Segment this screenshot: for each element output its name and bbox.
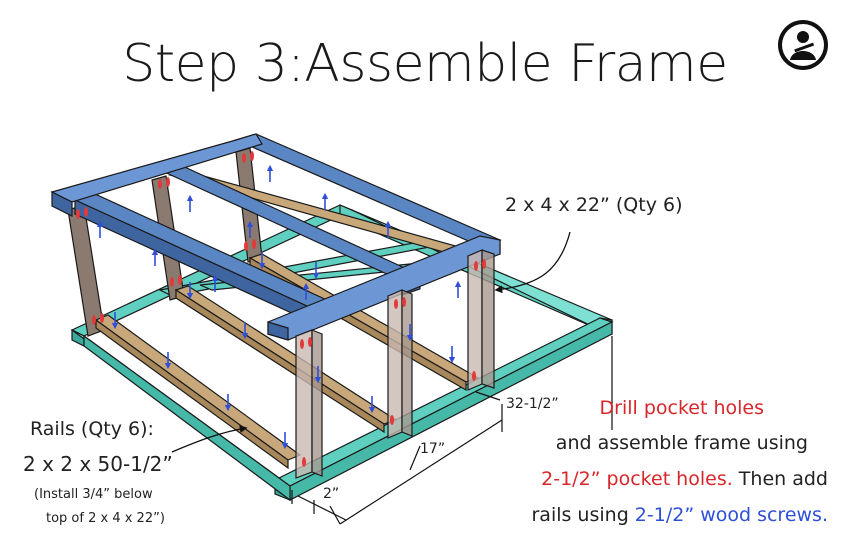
instruction-pocket-holes-text: 2-1/2” pocket holes.: [541, 468, 733, 490]
instruction-line-4: rails using 2-1/2” wood screws.: [531, 504, 828, 526]
instruction-line-2: and assemble frame using: [555, 432, 808, 454]
stud-size-label: 2 x 4 x 22” (Qty 6): [505, 194, 683, 216]
instruction-wood-screws-text: 2-1/2” wood screws.: [634, 504, 828, 526]
dimension-depth-label: 32-1/2”: [506, 396, 559, 412]
dimension-lines: [291, 336, 613, 525]
pocket-holes: [76, 151, 486, 467]
screw-arrows: [96, 164, 462, 450]
leader-lines: [171, 231, 571, 453]
instruction-drill-text: Drill pocket holes: [599, 397, 765, 419]
rails-note-line2: top of 2 x 4 x 22”): [46, 511, 165, 526]
instruction-rails-using-text: rails using: [531, 504, 635, 526]
page-title: Step 3:Assemble Frame: [122, 34, 728, 94]
rails-note-line1: (Install 3/4” below: [34, 487, 153, 502]
dimension-inset-label: 2”: [323, 486, 340, 502]
dimension-width-label: 17”: [420, 441, 446, 457]
builder-logo-icon: [778, 20, 828, 70]
instruction-line-1: Drill pocket holes: [600, 397, 765, 419]
rails-size-label: 2 x 2 x 50-1/2”: [23, 452, 173, 476]
instruction-line-3: 2-1/2” pocket holes. Then add: [541, 468, 828, 490]
top-frame: [50, 133, 502, 341]
front-legs: [295, 249, 495, 479]
instruction-then-add-text: Then add: [732, 468, 828, 490]
rails-title-label: Rails (Qty 6):: [30, 418, 154, 440]
